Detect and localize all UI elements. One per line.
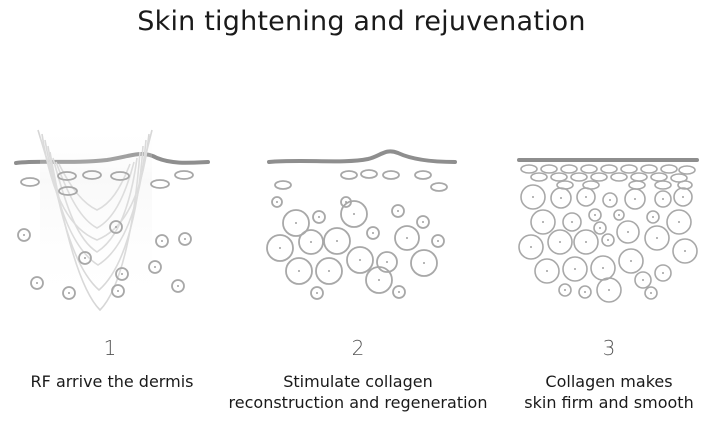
dermis-dots [17,220,192,300]
page-title: Skin tightening and rejuvenation [137,6,586,37]
step-2-caption-line-2: reconstruction and regeneration [228,393,488,412]
step-1-illustration [12,125,212,312]
step-2-illustration [263,140,463,310]
step-1-number: 1 [103,336,117,360]
collagen-cells [266,169,448,300]
step-3-caption-line-1: Collagen makes [545,372,673,391]
step-2-caption-line-1: Stimulate collagen [283,372,433,391]
collagen-regeneration-illustration [266,149,457,300]
skin-surface-line [267,149,457,164]
step-3-caption: Collagen makes skin firm and smooth [459,371,723,413]
firm-skin-illustration [517,158,699,303]
step-1-caption: RF arrive the dermis [0,371,262,392]
step-1-caption-line-1: RF arrive the dermis [30,372,194,391]
collagen-cells-dense [518,164,698,303]
step-2-caption: Stimulate collagen reconstruction and re… [208,371,508,413]
step-3-number: 3 [602,336,616,360]
dermis-cells [20,170,194,196]
step-3-caption-line-2: skin firm and smooth [524,393,694,412]
step-2-number: 2 [351,336,365,360]
step-3-illustration [513,140,713,310]
rf-dermis-illustration [14,125,210,312]
